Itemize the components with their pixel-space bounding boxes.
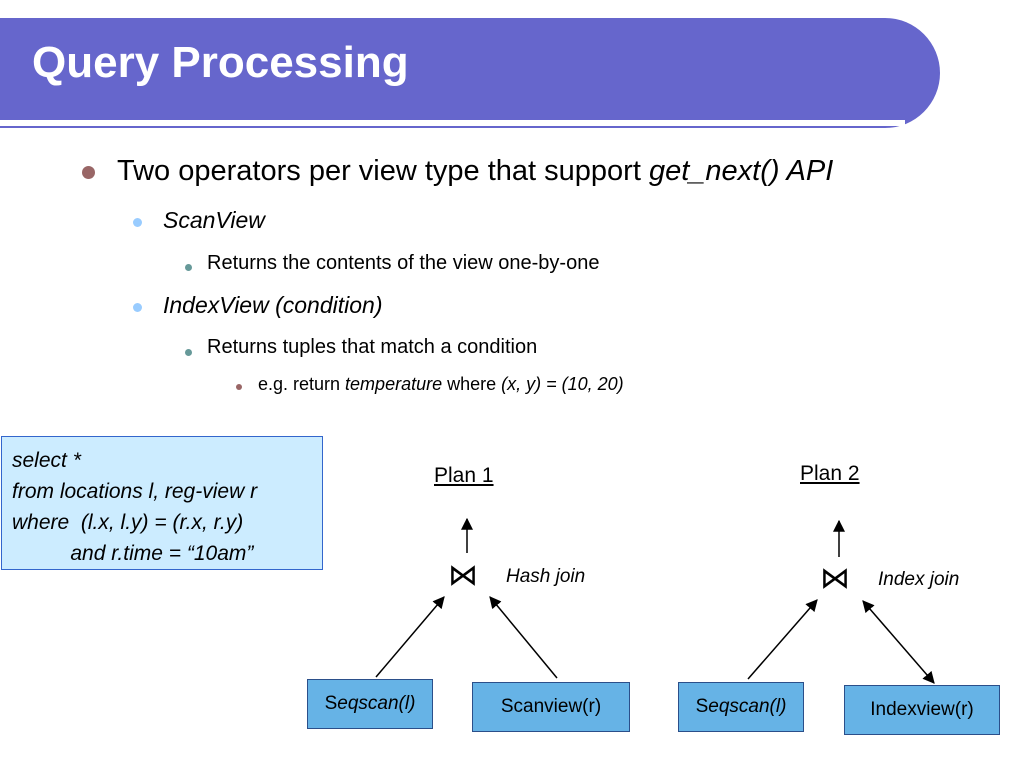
bullet-dot-level3	[185, 264, 192, 271]
query-line-where: where (l.x, l.y) = (r.x, r.y)	[12, 511, 244, 534]
bullet-dot-level1	[82, 166, 95, 179]
plan2-seqscan-prefix: S	[695, 696, 709, 717]
bullet-indexview: IndexView (condition)	[163, 292, 383, 318]
plan2-join-label: Index join	[878, 569, 960, 590]
bullet-two-operators-text: Two operators per view type that support	[117, 155, 649, 187]
bullet-dot-level3	[185, 349, 192, 356]
bullet-example-where: where	[442, 374, 502, 394]
query-line-and: and r.time = “10am”	[12, 542, 254, 565]
plan1-label: Plan 1	[434, 464, 494, 487]
bullet-get-next-api: get_next() API	[648, 155, 834, 187]
bullet-dot-level2	[133, 218, 142, 227]
plan1-right-edge	[489, 596, 558, 679]
plan1-seqscan-prefix: S	[324, 693, 338, 714]
title-bar	[0, 18, 940, 128]
bullet-scanview-desc: Returns the contents of the view one-by-…	[207, 252, 600, 274]
query-line-select: select *	[12, 449, 81, 472]
bullet-dot-level4	[236, 384, 242, 390]
title-underline	[0, 120, 905, 126]
bullet-example-prefix: e.g. return	[258, 374, 346, 394]
plan1-join-symbol: ⋈	[448, 559, 478, 592]
plan2-join-symbol: ⋈	[820, 562, 850, 595]
sql-query-box: select * from locations l, reg-view r wh…	[1, 436, 323, 570]
plan1-left-edge	[375, 596, 445, 678]
bullet-scanview: ScanView	[163, 207, 265, 233]
plan1-join-label: Hash join	[506, 566, 586, 587]
plan2-label: Plan 2	[800, 462, 860, 485]
bullet-example-temperature: temperature	[345, 374, 443, 394]
plan1-seqscan-text: eqscan(l)	[337, 693, 416, 714]
bullet-example: e.g. return temperature where (x, y) = (…	[258, 374, 624, 395]
bullet-example-condition: (x, y) = (10, 20)	[501, 374, 624, 394]
plan2-seqscan-text: eqscan(l)	[708, 696, 787, 717]
plan2-right-edge	[862, 600, 935, 684]
query-line-from: from locations l, reg-view r	[12, 480, 258, 503]
plan2-left-edge	[747, 599, 818, 680]
plan2-indexview-node: Indexview(r)	[844, 685, 1000, 735]
bullet-indexview-desc: Returns tuples that match a condition	[207, 336, 538, 358]
plan1-scanview-node: Scanview(r)	[472, 682, 630, 732]
bullet-two-operators: Two operators per view type that support…	[117, 155, 833, 188]
bullet-dot-level2	[133, 303, 142, 312]
slide-title: Query Processing	[32, 38, 409, 87]
